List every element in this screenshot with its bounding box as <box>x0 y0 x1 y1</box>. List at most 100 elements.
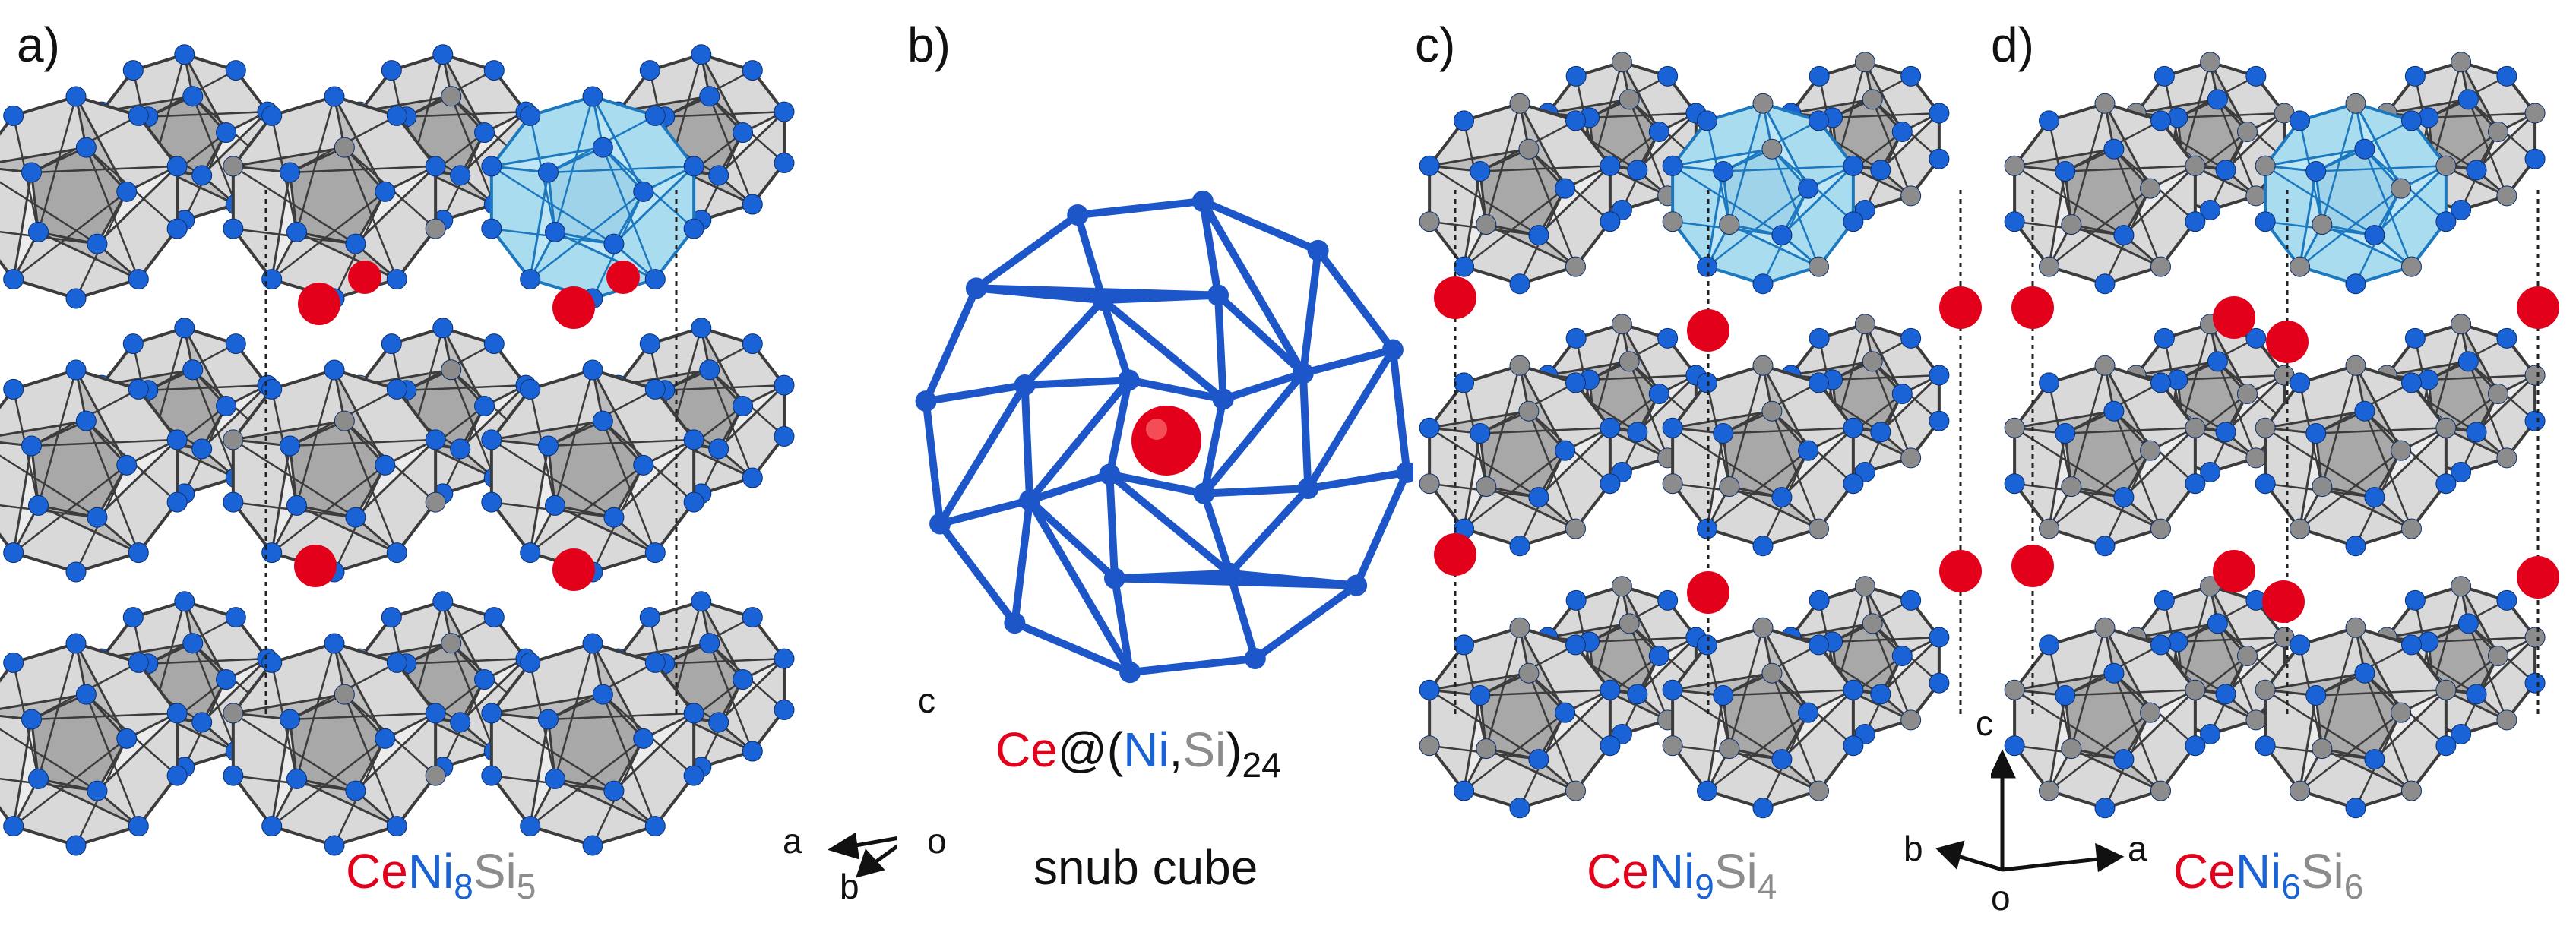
si-atom <box>1854 576 1875 597</box>
ni-atom <box>2200 199 2221 220</box>
axis-d-label-a: a <box>2128 829 2147 868</box>
si-atom <box>2255 417 2276 438</box>
ni-atom <box>116 181 138 202</box>
snub-cube-edge <box>1200 395 1227 498</box>
cage-edge <box>664 384 785 391</box>
si-atom <box>2435 679 2457 700</box>
ce-atoms-c <box>1434 276 1982 614</box>
ni-atom <box>2345 798 2366 819</box>
formula-si-sub: 4 <box>1757 867 1777 906</box>
ni-atom <box>2305 160 2327 182</box>
axes-arrows-d <box>1991 749 2125 873</box>
ni-atom <box>75 684 97 705</box>
si-atom <box>2524 103 2546 124</box>
ni-atom <box>774 700 795 721</box>
ni-atom <box>21 435 42 457</box>
cage-edge <box>37 369 78 506</box>
cage-edge <box>233 165 356 245</box>
ni-atom <box>1843 473 1864 495</box>
ni-atom <box>2466 422 2487 443</box>
ni-atom <box>381 333 402 355</box>
ni-atom <box>2185 211 2206 232</box>
cage-edge <box>2315 165 2446 172</box>
si-atom <box>1419 211 1440 232</box>
ce-atom <box>1939 286 1982 329</box>
snub-cube-edge <box>1106 470 1119 583</box>
cage-grid-a <box>0 44 795 856</box>
si-atom <box>1565 518 1586 539</box>
si-atom <box>1662 211 1683 232</box>
si-atom <box>1808 780 1829 801</box>
si-atom <box>2004 155 2025 176</box>
ni-atom <box>683 491 704 513</box>
ni-atom <box>2345 536 2366 557</box>
cage-edge <box>290 712 436 721</box>
ni-atom <box>2103 662 2125 684</box>
ni-atom <box>582 359 603 381</box>
si-atom <box>441 359 462 381</box>
snub-cube-edge <box>1011 619 1135 677</box>
ce-atom <box>1434 276 1476 319</box>
ni-atom <box>603 507 625 528</box>
ni-atom <box>324 633 345 654</box>
cage-edge <box>2070 103 2106 225</box>
si-atom <box>2004 417 2025 438</box>
si-atom <box>2255 679 2276 700</box>
cage-edge <box>1723 689 1853 697</box>
formula-ni-sub: 6 <box>2281 867 2301 906</box>
ni-atom <box>1648 121 1669 142</box>
panel-a-structure <box>0 44 897 878</box>
formula-si: Si <box>1182 722 1226 777</box>
cage-edge <box>1672 165 1783 236</box>
snub-cube-edge <box>1198 197 1223 299</box>
ni-atom <box>345 233 366 254</box>
ni-atom <box>1771 749 1793 770</box>
cage-edge <box>1485 365 1521 487</box>
ni-atom <box>1870 160 1891 181</box>
snub-vertex <box>1004 612 1026 634</box>
si-atom <box>2094 93 2116 114</box>
polyhedral-cage <box>481 359 704 583</box>
snub-cube-edge <box>1021 376 1133 389</box>
formula-si: Si <box>2300 844 2344 899</box>
cage-grid-c <box>1419 52 1950 819</box>
cage-edge <box>296 96 336 232</box>
snub-vertex <box>1193 482 1215 504</box>
si-atom <box>2451 576 2472 597</box>
ni-atom <box>1627 684 1648 705</box>
si-atom <box>2039 518 2060 539</box>
ni-atom <box>2215 684 2236 705</box>
cage-edge <box>296 643 336 779</box>
si-atom <box>2200 52 2221 73</box>
ni-atom <box>1600 155 1621 176</box>
si-atom <box>2312 476 2333 498</box>
si-atom <box>1611 576 1632 597</box>
axis-b-head <box>856 848 885 878</box>
formula-sub: 24 <box>1242 745 1281 785</box>
si-atom <box>2345 355 2366 376</box>
ni-atom <box>1528 749 1549 770</box>
ni-atom <box>1752 273 1774 295</box>
si-atom <box>2004 679 2025 700</box>
ni-atom <box>65 86 87 107</box>
cage-edge <box>548 165 695 174</box>
ni-atom <box>191 438 213 460</box>
ni-atom <box>481 429 502 450</box>
snub-cube-edges <box>915 190 1413 684</box>
ni-atom <box>544 495 565 516</box>
ni-atom <box>481 765 502 786</box>
formula-si: Si <box>473 844 517 899</box>
snub-vertex <box>1244 647 1266 669</box>
ni-atom <box>116 728 138 749</box>
ce-atoms-d <box>2011 286 2559 623</box>
ni-atom <box>386 378 407 400</box>
cage-edge <box>2321 627 2357 749</box>
cage-edge <box>290 165 436 174</box>
ni-atom <box>2524 148 2546 169</box>
polyhedral-cage <box>1662 355 1864 557</box>
ni-atom <box>1870 422 1891 443</box>
ni-atom <box>691 44 712 65</box>
panel-b-label: b) <box>907 17 951 72</box>
si-atom <box>1619 89 1640 110</box>
cage-edge <box>554 369 594 506</box>
